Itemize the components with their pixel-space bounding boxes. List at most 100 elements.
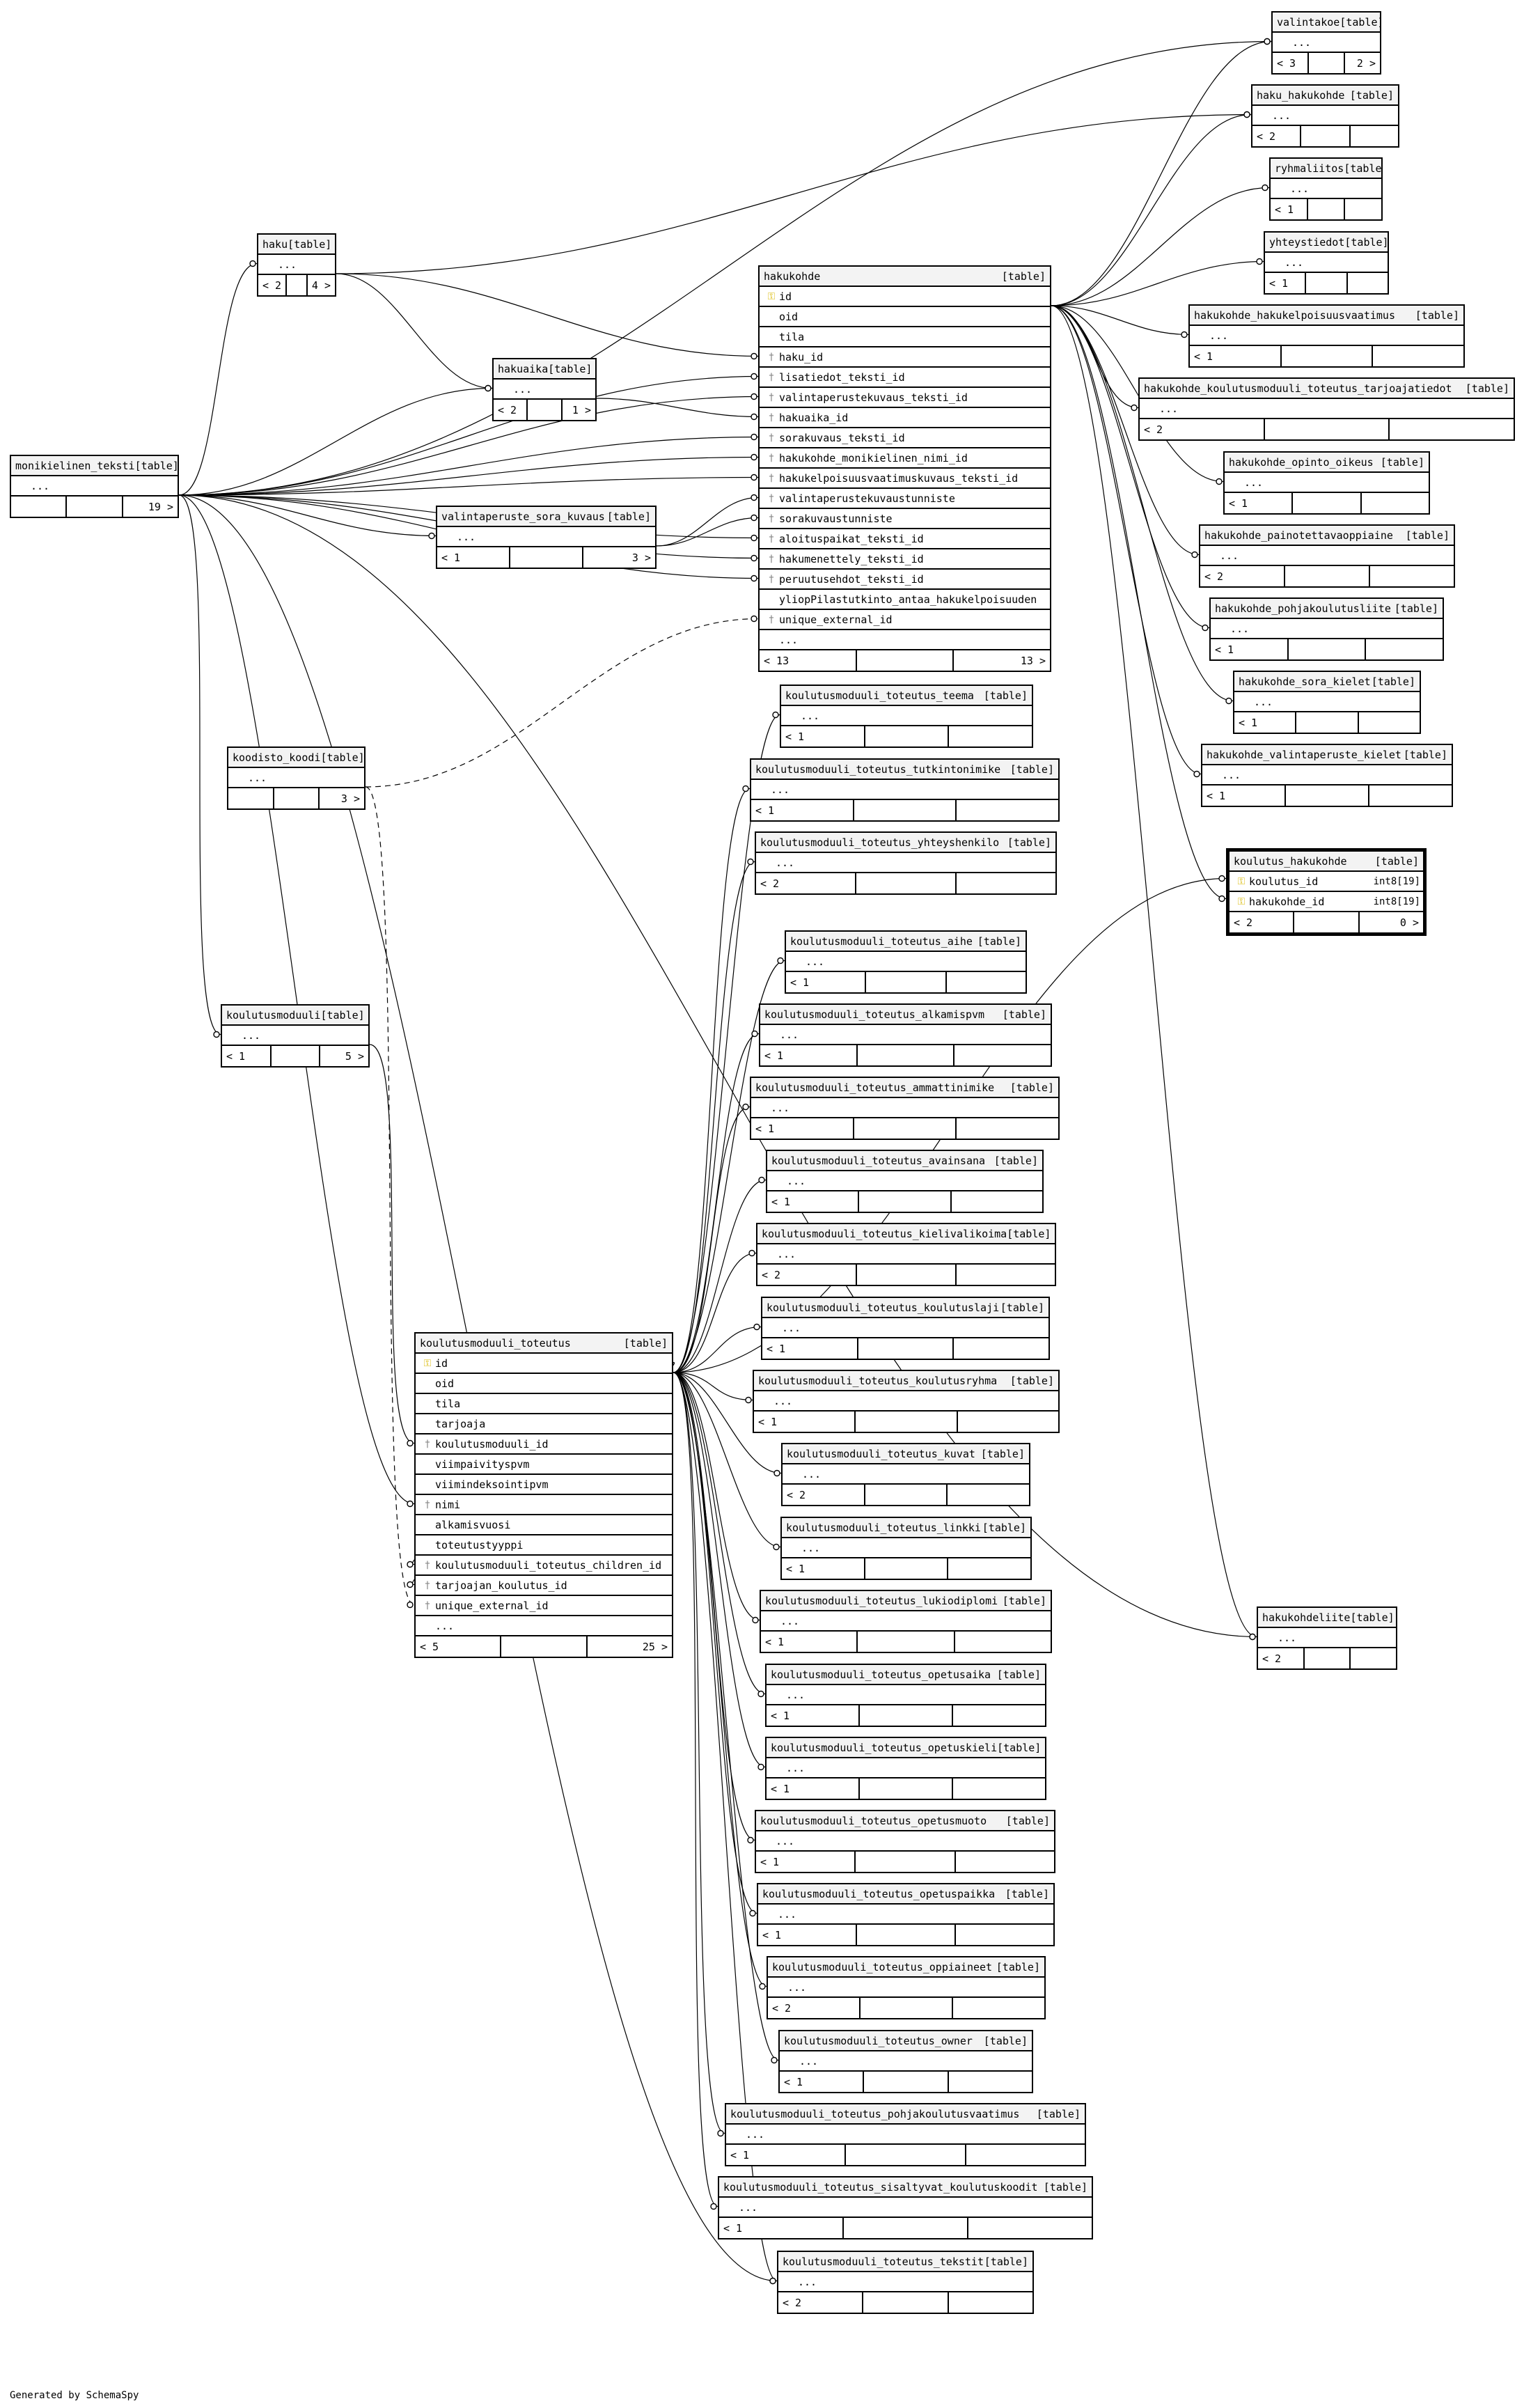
column-row[interactable]: oid: [760, 307, 1050, 327]
column-row[interactable]: tila: [760, 327, 1050, 347]
column-row[interactable]: ...: [754, 1391, 1058, 1412]
parent-count[interactable]: < 2: [762, 1268, 781, 1281]
column-row[interactable]: ...: [767, 1685, 1045, 1705]
child-count[interactable]: [947, 1558, 1030, 1579]
parent-count[interactable]: < 2: [1234, 916, 1253, 929]
table-header[interactable]: koulutusmoduuli_toteutus_tekstit[table]: [778, 2252, 1032, 2272]
child-count[interactable]: [948, 726, 1032, 746]
table-t-laji[interactable]: koulutusmoduuli_toteutus_koulutuslaji[ta…: [761, 1297, 1050, 1360]
column-row[interactable]: ...: [783, 1464, 1029, 1485]
column-row[interactable]: ...: [494, 380, 595, 400]
column-row[interactable]: †valintaperustekuvaustunniste: [760, 489, 1050, 509]
column-row[interactable]: †hakumenettely_teksti_id: [760, 549, 1050, 570]
child-count[interactable]: 19 >: [121, 497, 178, 517]
child-count[interactable]: [1369, 566, 1454, 586]
child-count[interactable]: 3 >: [582, 547, 655, 568]
table-t-alkamis[interactable]: koulutusmoduuli_toteutus_alkamispvm[tabl…: [759, 1003, 1052, 1067]
table-header[interactable]: haku[table]: [258, 235, 335, 255]
child-count[interactable]: [952, 1998, 1044, 2018]
child-count[interactable]: [955, 1925, 1053, 1945]
child-count[interactable]: [1346, 273, 1388, 293]
parent-count[interactable]: < 1: [771, 1195, 791, 1208]
child-count[interactable]: [1357, 712, 1420, 733]
table-header[interactable]: koulutusmoduuli_toteutus_lukiodiplomi[ta…: [761, 1591, 1051, 1611]
table-header[interactable]: hakukohde[table]: [760, 267, 1050, 287]
child-count[interactable]: 25 >: [586, 1636, 672, 1657]
column-row[interactable]: ...: [11, 476, 178, 497]
parent-count[interactable]: < 1: [771, 1709, 790, 1722]
table-header[interactable]: hakukohde_pohjakoulutusliite[table]: [1211, 599, 1443, 619]
parent-count[interactable]: < 1: [1194, 350, 1213, 363]
child-count[interactable]: [955, 800, 1058, 820]
table-header[interactable]: yhteystiedot[table]: [1265, 233, 1388, 253]
column-row[interactable]: ...: [751, 780, 1058, 800]
parent-count[interactable]: < 1: [771, 1782, 790, 1795]
child-count[interactable]: [1368, 785, 1452, 806]
column-row[interactable]: †peruutusehdot_teksti_id: [760, 570, 1050, 590]
parent-count[interactable]: < 1: [755, 1122, 775, 1135]
column-row[interactable]: ...: [1225, 473, 1429, 493]
column-row[interactable]: †hakukelpoisuusvaatimuskuvaus_teksti_id: [760, 469, 1050, 489]
parent-count[interactable]: < 2: [262, 279, 282, 292]
table-hk-kelpoisuus[interactable]: hakukohde_hakukelpoisuusvaatimus[table].…: [1188, 304, 1465, 368]
column-row[interactable]: †sorakuvaus_teksti_id: [760, 428, 1050, 448]
column-row[interactable]: oid: [416, 1374, 672, 1394]
table-hk-pohja[interactable]: hakukohde_pohjakoulutusliite[table]...< …: [1209, 597, 1444, 661]
column-row[interactable]: †koulutusmoduuli_id: [416, 1434, 672, 1455]
table-haku-hakukohde[interactable]: haku_hakukohde[table]...< 2: [1251, 84, 1399, 148]
table-header[interactable]: koulutusmoduuli_toteutus_sisaltyvat_koul…: [719, 2178, 1092, 2198]
column-row[interactable]: yliopPilastutkinto_antaa_hakukelpoisuude…: [760, 590, 1050, 610]
table-header[interactable]: koulutusmoduuli_toteutus_opetusaika[tabl…: [767, 1665, 1045, 1685]
table-header[interactable]: koodisto_koodi[table]: [228, 748, 364, 768]
column-row[interactable]: ...: [1140, 399, 1514, 419]
column-row[interactable]: ...: [762, 1318, 1048, 1338]
table-hakukohdeliite[interactable]: hakukohdeliite[table]...< 2: [1257, 1606, 1397, 1670]
table-header[interactable]: koulutusmoduuli_toteutus_koulutusryhma[t…: [754, 1371, 1058, 1391]
parent-count[interactable]: < 2: [1144, 423, 1163, 436]
column-row[interactable]: †koulutusmoduuli_toteutus_children_id: [416, 1556, 672, 1576]
column-row[interactable]: †sorakuvaustunniste: [760, 509, 1050, 529]
table-t-tutkinto[interactable]: koulutusmoduuli_toteutus_tutkintonimike[…: [750, 758, 1060, 822]
child-count[interactable]: [955, 1118, 1058, 1139]
table-header[interactable]: hakukohde_hakukelpoisuusvaatimus[table]: [1190, 306, 1463, 326]
table-header[interactable]: koulutusmoduuli_toteutus_koulutuslaji[ta…: [762, 1298, 1048, 1318]
table-header[interactable]: koulutusmoduuli_toteutus_owner[table]: [780, 2031, 1032, 2051]
table-header[interactable]: haku_hakukohde[table]: [1252, 86, 1398, 106]
table-header[interactable]: koulutusmoduuli_toteutus_opetuskieli[tab…: [767, 1738, 1045, 1758]
table-header[interactable]: koulutusmoduuli_toteutus_kuvat[table]: [783, 1444, 1029, 1464]
column-row[interactable]: ...: [258, 255, 335, 275]
table-t-opetuskieli[interactable]: koulutusmoduuli_toteutus_opetuskieli[tab…: [765, 1737, 1046, 1800]
column-row[interactable]: ...: [1211, 619, 1443, 639]
column-row[interactable]: toteutustyyppi: [416, 1535, 672, 1556]
table-t-linkki[interactable]: koulutusmoduuli_toteutus_linkki[table]..…: [780, 1517, 1032, 1580]
table-header[interactable]: valintaperuste_sora_kuvaus[table]: [437, 507, 655, 527]
parent-count[interactable]: < 1: [730, 2148, 750, 2161]
column-row[interactable]: †aloituspaikat_teksti_id: [760, 529, 1050, 549]
parent-count[interactable]: < 1: [786, 1562, 806, 1575]
column-row[interactable]: †unique_external_id: [760, 610, 1050, 630]
table-header[interactable]: koulutusmoduuli_toteutus_linkki[table]: [782, 1518, 1030, 1538]
column-row[interactable]: †valintaperustekuvaus_teksti_id: [760, 388, 1050, 408]
parent-count[interactable]: < 2: [772, 2001, 792, 2015]
parent-count[interactable]: < 1: [1229, 497, 1248, 510]
column-row[interactable]: †unique_external_id: [416, 1596, 672, 1616]
column-row[interactable]: ...: [437, 527, 655, 547]
column-row[interactable]: †tarjoajan_koulutus_id: [416, 1576, 672, 1596]
column-row[interactable]: ...: [416, 1616, 672, 1636]
table-header[interactable]: koulutusmoduuli_toteutus_opetuspaikka[ta…: [758, 1884, 1053, 1905]
column-row[interactable]: ...: [1202, 765, 1452, 785]
column-row[interactable]: tila: [416, 1394, 672, 1414]
table-header[interactable]: koulutus_hakukohde[table]: [1230, 852, 1423, 872]
child-count[interactable]: [1349, 126, 1398, 146]
child-count[interactable]: [946, 1485, 1029, 1505]
column-row[interactable]: ...: [228, 768, 364, 788]
table-yhteystiedot[interactable]: yhteystiedot[table]...< 1: [1264, 231, 1389, 295]
table-header[interactable]: koulutusmoduuli_toteutus_aihe[table]: [786, 932, 1026, 952]
parent-count[interactable]: < 1: [790, 976, 810, 989]
child-count[interactable]: [964, 2145, 1085, 2165]
